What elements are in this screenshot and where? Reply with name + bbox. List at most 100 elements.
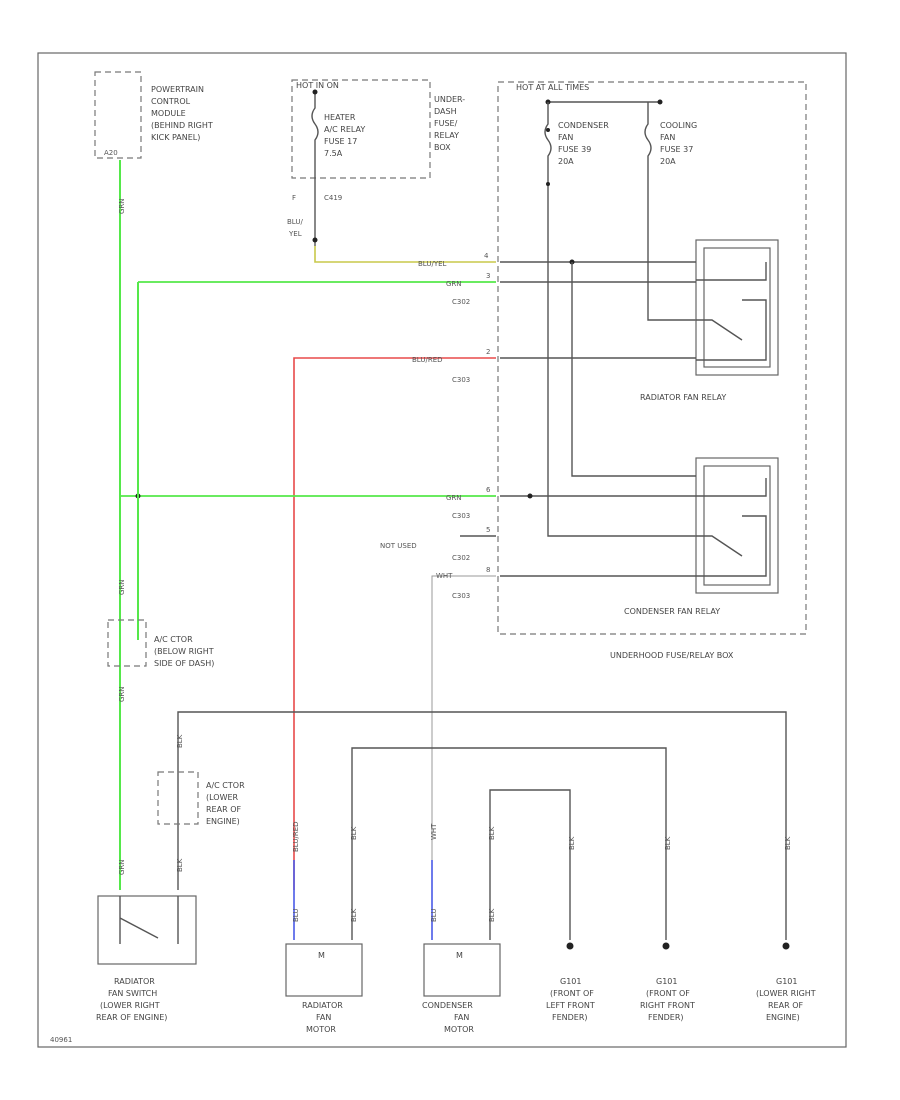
fuse37-line-3: 20A (660, 157, 676, 166)
vlbl-blured: BLU/RED (292, 821, 300, 852)
switch-2: (LOWER RIGHT (100, 1001, 160, 1010)
vlbl-wht: WHT (430, 823, 438, 840)
condenser-fan-motor-box (423, 943, 501, 997)
fuse39-node-b (546, 182, 550, 186)
radiator-relay-label: RADIATOR FAN RELAY (640, 393, 726, 402)
vlbl-grn-4: GRN (118, 859, 126, 875)
lbl-w1: BLU/YEL (418, 260, 447, 268)
condenser-relay-switch (696, 535, 743, 557)
radiator-relay-coil (696, 262, 767, 281)
condenser-relay-output (696, 515, 767, 577)
switch-1: FAN SWITCH (108, 989, 157, 998)
wire-blk-inner (351, 747, 667, 940)
vlbl-blk-8: BLK (664, 836, 672, 850)
dash-side-0: UNDER- (434, 95, 465, 104)
ac-ctor-2-box (157, 771, 199, 825)
g2-1: (FRONT OF (646, 989, 690, 998)
vlbl-blu-2: BLU (430, 909, 438, 922)
vlbl-blk-5: BLK (488, 826, 496, 840)
vlbl-blk-3: BLK (350, 826, 358, 840)
fuse39-wire (544, 102, 696, 537)
dash-side-4: BOX (434, 143, 451, 152)
underhood-header: HOT AT ALL TIMES (516, 83, 589, 92)
vlbl-blk-7: BLK (568, 836, 576, 850)
wire-blk-loop (177, 711, 787, 940)
wire-blk-mid (489, 789, 571, 940)
lbl-p3: 2 (486, 348, 490, 356)
underhood-box (497, 81, 807, 635)
ac-ctor-1-box (107, 619, 147, 667)
dash-fuse-line-0: HEATER (324, 113, 356, 122)
underdash-fuse-box (291, 79, 431, 179)
g2-0: G101 (656, 977, 677, 986)
fuse39-line-3: 20A (558, 157, 574, 166)
rad-motor-0: RADIATOR (302, 1001, 343, 1010)
g1-2: LEFT FRONT (546, 1001, 595, 1010)
cond-motor-1: FAN (454, 1013, 469, 1022)
ac-ctor1-2: SIDE OF DASH) (154, 659, 214, 668)
radiator-relay-box (695, 239, 779, 376)
vlbl-blk-9: BLK (784, 836, 792, 850)
lbl-w6: WHT (436, 572, 453, 580)
lbl-w2: GRN (446, 280, 462, 288)
vlbl-grn-2: GRN (118, 579, 126, 595)
dash-splice (312, 237, 318, 243)
bus-node-2 (657, 99, 663, 105)
footer-code: 40961 (50, 1036, 72, 1044)
pcm-label-4: KICK PANEL) (151, 133, 200, 142)
dash-fuse-line-1: A/C RELAY (324, 125, 365, 134)
g1-0: G101 (560, 977, 581, 986)
lbl-c4: C302 (452, 554, 470, 562)
condenser-relay-label: CONDENSER FAN RELAY (624, 607, 720, 616)
fuse37-wire (644, 102, 696, 321)
lbl-w4: GRN (446, 494, 462, 502)
rad-motor-2: MOTOR (306, 1025, 336, 1034)
vlbl-grn-3: GRN (118, 686, 126, 702)
pcm-label-2: MODULE (151, 109, 186, 118)
switch-0: RADIATOR (114, 977, 155, 986)
pcm-label-3: (BEHIND RIGHT (151, 121, 213, 130)
dash-fuse-node (312, 89, 318, 95)
ground-g101-right (662, 942, 670, 950)
lbl-c3: C303 (452, 512, 470, 520)
lbl-c2: C303 (452, 376, 470, 384)
lbl-p5: 5 (486, 526, 490, 534)
dash-connector: C419 (324, 194, 342, 202)
pcm-label-1: CONTROL (151, 97, 191, 106)
g3-1: (LOWER RIGHT (756, 989, 816, 998)
dash-wire-1: YEL (288, 230, 302, 238)
condenser-relay-coil (696, 478, 767, 497)
cond-motor-symbol: M (456, 951, 463, 960)
cond-motor-0: CONDENSER (422, 1001, 473, 1010)
lbl-p6: 8 (486, 566, 490, 574)
rad-motor-1: FAN (316, 1013, 331, 1022)
splice-530 (527, 493, 533, 499)
dash-fuse-symbol (311, 92, 319, 246)
ac-ctor1-1: (BELOW RIGHT (154, 647, 214, 656)
lbl-w5: NOT USED (380, 542, 417, 550)
dash-side-3: RELAY (434, 131, 459, 140)
wire-blu-red (293, 357, 496, 890)
radiator-fan-motor-box (285, 943, 363, 997)
dash-fuse-line-3: 7.5A (324, 149, 343, 158)
lbl-p2: 3 (486, 272, 490, 280)
wire-blu-yel (314, 246, 496, 263)
pcm-pin: A20 (104, 149, 118, 157)
lbl-p4: 6 (486, 486, 491, 494)
ac-ctor1-0: A/C CTOR (154, 635, 193, 644)
dash-side-1: DASH (434, 107, 457, 116)
g2-2: RIGHT FRONT (640, 1001, 695, 1010)
fuse37-line-0: COOLING (660, 121, 697, 130)
fuse39-line-2: FUSE 39 (558, 145, 591, 154)
ground-g101-engine (782, 942, 790, 950)
ground-g101-left (566, 942, 574, 950)
switch-3: REAR OF ENGINE) (96, 1013, 167, 1022)
condenser-relay-box (695, 457, 779, 594)
condenser-relay-inner (703, 465, 771, 586)
vlbl-blk-6: BLK (488, 908, 496, 922)
g3-0: G101 (776, 977, 797, 986)
relay-feed-wire (571, 262, 696, 477)
ac-ctor2-3: ENGINE) (206, 817, 240, 826)
vlbl-grn-1: GRN (118, 198, 126, 214)
